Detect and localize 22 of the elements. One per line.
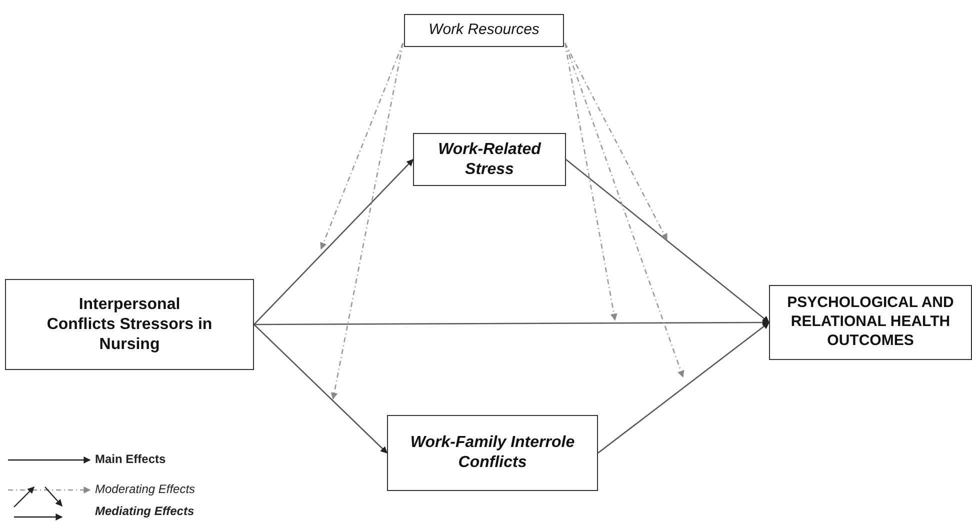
dashed-arrow: [564, 42, 668, 241]
mediator-box: [387, 415, 598, 491]
moderator-box: [404, 14, 564, 47]
node-label: Work-Family Interrole Conflicts: [409, 433, 576, 473]
node-label: PSYCHOLOGICAL AND RELATIONAL HEALTH OUTCOMES: [786, 294, 955, 351]
arrow: [254, 324, 388, 454]
outcome-box: [769, 285, 972, 360]
node-label: Interpersonal Conflicts Stressors in Nursing: [46, 294, 213, 354]
dashed-arrow: [564, 42, 618, 321]
node-label: Work Resources: [428, 21, 540, 40]
dashed-arrow: [320, 42, 404, 250]
mediator-box: [413, 133, 566, 186]
dashed-arrow: [330, 42, 404, 400]
legend-label: Mediating Effects: [95, 504, 194, 518]
arrow: [598, 322, 770, 454]
legend-label: Main Effects: [95, 452, 166, 466]
dashed-arrow: [564, 42, 684, 378]
node-label: Work-Related Stress: [437, 140, 542, 180]
arrow: [566, 159, 770, 323]
arrow: [254, 159, 414, 325]
predictor-box: [5, 279, 254, 370]
legend-label: Moderating Effects: [95, 482, 196, 496]
